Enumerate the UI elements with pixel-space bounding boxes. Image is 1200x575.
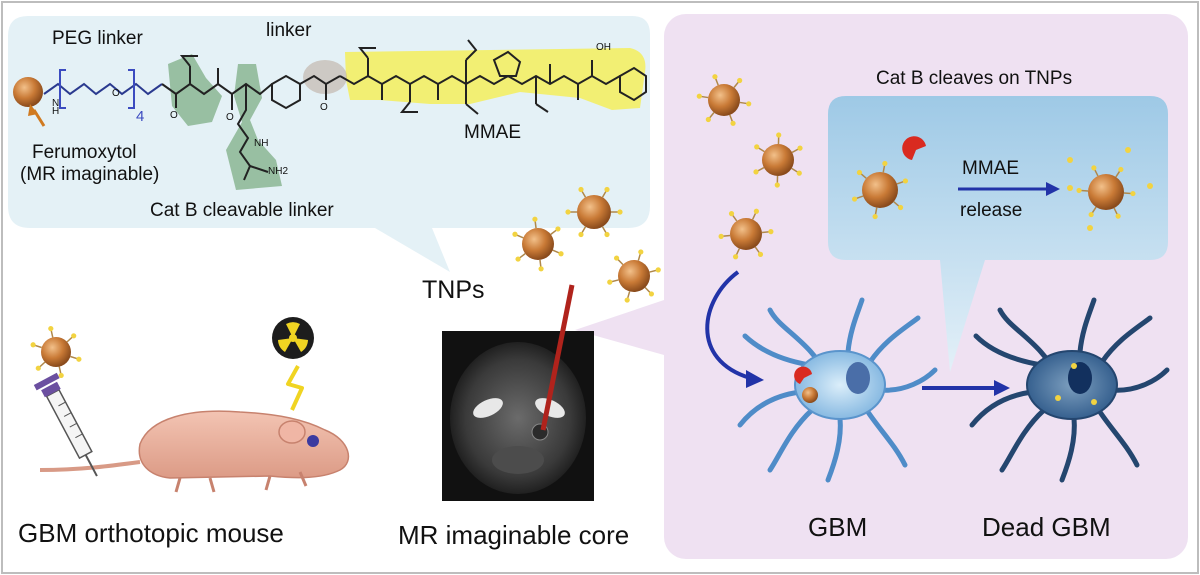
released-mmae-dot (1067, 185, 1073, 191)
mri-pointer (540, 284, 575, 431)
atom-nh2: NH2 (268, 166, 289, 177)
internal-cathepsin-icon (794, 366, 812, 384)
atom-o-1: O (112, 88, 120, 99)
mmae-highlight (345, 48, 646, 110)
peg-bracket-right (128, 69, 135, 109)
carbamate-highlight (303, 60, 347, 94)
released-mmae-dot (1067, 157, 1073, 163)
mr-core-label: MR imaginable core (398, 520, 630, 550)
right-panel-pointer (575, 300, 664, 355)
ferumoxytol-arrow (28, 104, 38, 116)
gbm-cell-body (794, 350, 886, 420)
tnp-nanoparticle-icon (718, 208, 774, 260)
mmae-backbone (339, 74, 621, 86)
cleavable-highlight-2 (226, 64, 282, 190)
peg-chain (43, 82, 163, 96)
mr-imaginable-label: (MR imaginable) (20, 164, 160, 185)
tnp-nanoparticle-icon (1076, 165, 1136, 219)
released-mmae-dot (1147, 183, 1153, 189)
tnp-nanoparticle-icon (607, 249, 661, 303)
tnp-nanoparticle-icon (851, 160, 909, 220)
tnp-nanoparticle-icon (753, 132, 803, 188)
mmae-release-label-2: release (960, 200, 1023, 221)
released-mmae-dot (1087, 225, 1093, 231)
cat-b-cleaves-label: Cat B cleaves on TNPs (876, 68, 1073, 89)
gbm-nucleus (846, 362, 870, 394)
peg-linker-label: PEG linker (52, 28, 143, 49)
mouse-tumor-mark (307, 435, 319, 447)
dead-nucleus (1068, 362, 1092, 394)
uptake-arrow (705, 270, 751, 380)
atom-oh: OH (596, 42, 611, 53)
atom-o-2: O (170, 110, 178, 121)
tnp-nanoparticle-icon (30, 325, 82, 379)
phenyl-ring (619, 66, 647, 102)
tnp-nanoparticle-icon (696, 74, 752, 126)
tnp-nanoparticle-icon (512, 216, 564, 272)
peg-bracket-left (59, 69, 66, 109)
cathepsin-b-icon (902, 136, 926, 160)
linker-label: linker (266, 20, 312, 41)
internalized-nanoparticle-icon (802, 387, 818, 403)
pyrrolidine-ring (492, 50, 522, 77)
tnps-label: TNPs (422, 276, 485, 304)
mmae-label: MMAE (464, 122, 521, 143)
atom-o-3: O (226, 112, 234, 123)
cleavable-highlight-1 (168, 54, 222, 126)
mouse-tail (39, 460, 141, 472)
cleavage-speech-bubble (828, 96, 1168, 372)
lightning-icon (286, 365, 304, 411)
ferumoxytol-nanoparticle-icon (13, 77, 43, 107)
dead-gbm-cell-icon (969, 297, 1170, 483)
pabc-ring (271, 74, 301, 110)
syringe-icon (33, 372, 98, 477)
right-panel (664, 14, 1188, 559)
atom-h-1: H (52, 106, 60, 117)
atom-o-4: O (320, 102, 328, 113)
gbm-mouse-label: GBM orthotopic mouse (18, 518, 284, 548)
dead-gbm-label: Dead GBM (982, 512, 1111, 542)
ferumoxytol-label: Ferumoxytol (32, 142, 137, 163)
atom-nh: NH (254, 138, 269, 149)
released-mmae-dot (1125, 147, 1131, 153)
peg-repeat-subscript: 4 (136, 108, 145, 125)
atom-n-1: N (52, 98, 60, 109)
cat-b-cleavable-label: Cat B cleavable linker (150, 200, 334, 221)
tnp-particles (30, 74, 1153, 379)
tnp-nanoparticle-icon (565, 186, 623, 238)
gbm-label: GBM (808, 512, 868, 542)
mmae-release-label-1: MMAE (962, 158, 1019, 179)
